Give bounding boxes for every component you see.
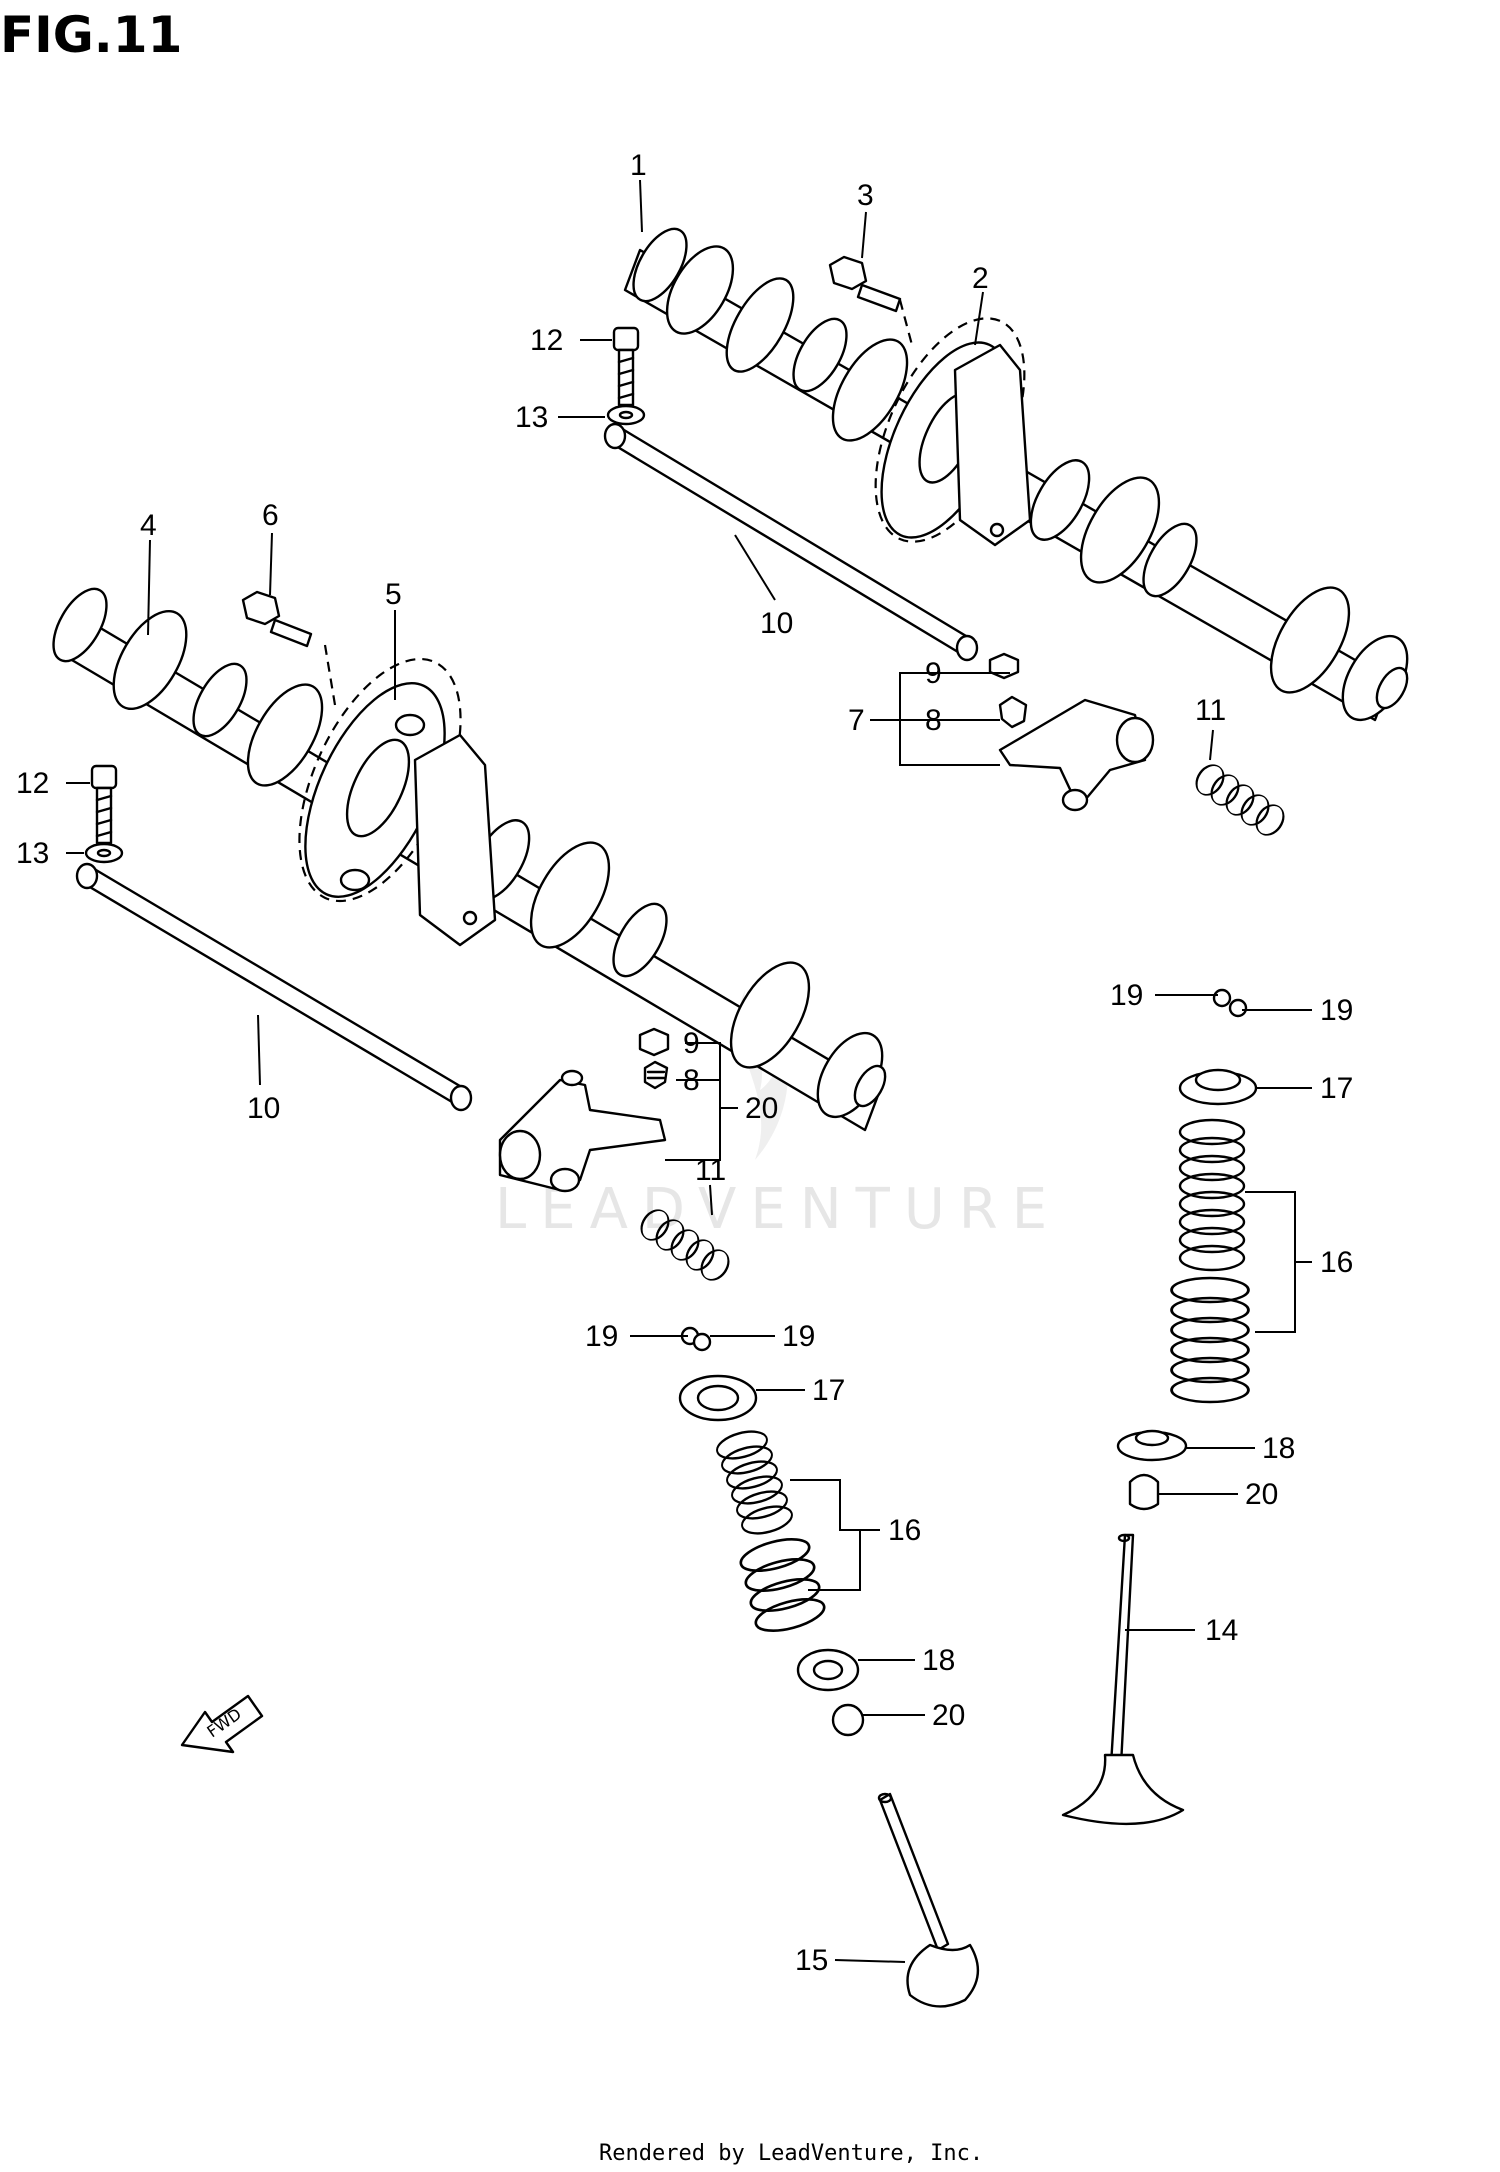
- spring-seat-18-right: [1116, 1429, 1188, 1462]
- watermark-text: LEADVENTURE: [495, 1177, 1061, 1242]
- callout-19-right-a: 19: [1110, 979, 1143, 1012]
- callout-13-upper: 13: [515, 401, 548, 434]
- valve-spring-16-right: [1170, 1118, 1250, 1404]
- callout-14: 14: [1205, 1614, 1238, 1647]
- callout-9-upper: 9: [925, 657, 942, 690]
- adjuster-8-lower: [643, 1060, 669, 1090]
- callout-18-left: 18: [922, 1644, 955, 1677]
- callout-8-lower: 8: [683, 1064, 700, 1097]
- cotter-19-left: [680, 1326, 712, 1352]
- callout-20-rocker: 20: [745, 1092, 778, 1125]
- rocker-shaft-upper: [603, 422, 979, 662]
- bolt-6: [241, 590, 313, 648]
- callout-2: 2: [972, 262, 989, 295]
- bolt-12-upper: [612, 326, 640, 407]
- valve-14: [1061, 1533, 1185, 1826]
- callout-12-upper: 12: [530, 324, 563, 357]
- callout-16-right: 16: [1320, 1246, 1353, 1279]
- callout-labels: 1 2 3 4 5 6 12 13 12 13 10 10 9 8 7 9 8 …: [16, 149, 1353, 1977]
- seal-20-right: [1128, 1473, 1160, 1511]
- bolt-12-lower: [90, 764, 118, 845]
- watermark: LEADVENTURE: [495, 990, 1061, 1242]
- cotter-19-right: [1212, 988, 1248, 1018]
- callout-13-lower: 13: [16, 837, 49, 870]
- adjuster-8-upper: [998, 695, 1028, 729]
- callout-5: 5: [385, 578, 402, 611]
- rocker-shaft-lower: [75, 862, 473, 1112]
- rocker-arm-upper: [998, 698, 1155, 812]
- nut-9-lower: [638, 1027, 670, 1057]
- callout-11-lower: 11: [695, 1154, 726, 1187]
- callout-17-left: 17: [812, 1374, 845, 1407]
- callout-19-left-b: 19: [782, 1320, 815, 1353]
- bolt-3: [828, 255, 902, 313]
- retainer-17-left: [678, 1374, 758, 1422]
- retainer-17-right: [1178, 1068, 1258, 1106]
- callout-1: 1: [630, 149, 647, 182]
- footer-credit: Rendered by LeadVenture, Inc.: [599, 2141, 983, 2166]
- callout-8-upper: 8: [925, 704, 942, 737]
- callout-6: 6: [262, 499, 279, 532]
- rocker-spring-upper: [1189, 758, 1291, 842]
- cam-sprocket-upper: [874, 317, 1032, 547]
- fwd-arrow-icon: FWD: [180, 1694, 264, 1754]
- spring-seat-18-left: [796, 1648, 860, 1692]
- callout-15: 15: [795, 1944, 828, 1977]
- callout-16-left: 16: [888, 1514, 921, 1547]
- seal-20-left: [831, 1703, 865, 1737]
- washer-13-lower: [84, 842, 124, 864]
- callout-10-lower: 10: [247, 1092, 280, 1125]
- rocker-arm-lower: [498, 1069, 667, 1193]
- callout-17-right: 17: [1320, 1072, 1353, 1105]
- callout-7: 7: [848, 704, 865, 737]
- valve-15: [877, 1792, 980, 2008]
- callout-3: 3: [857, 179, 874, 212]
- callout-19-left-a: 19: [585, 1320, 618, 1353]
- callout-9-lower: 9: [683, 1027, 700, 1060]
- valve-spring-16-left: [712, 1425, 829, 1639]
- callout-20-right: 20: [1245, 1478, 1278, 1511]
- callout-12-lower: 12: [16, 767, 49, 800]
- washer-13-upper: [606, 404, 646, 426]
- callout-4: 4: [140, 509, 157, 542]
- callout-10-upper: 10: [760, 607, 793, 640]
- callout-11-upper: 11: [1195, 694, 1226, 727]
- callout-18-right: 18: [1262, 1432, 1295, 1465]
- figure-title: FIG.11: [0, 6, 182, 64]
- leader-lines: [66, 179, 1312, 1963]
- callout-20-left: 20: [932, 1699, 965, 1732]
- cam-sprocket-lower: [298, 657, 497, 947]
- nut-9-upper: [988, 652, 1020, 680]
- callout-19-right-b: 19: [1320, 994, 1353, 1027]
